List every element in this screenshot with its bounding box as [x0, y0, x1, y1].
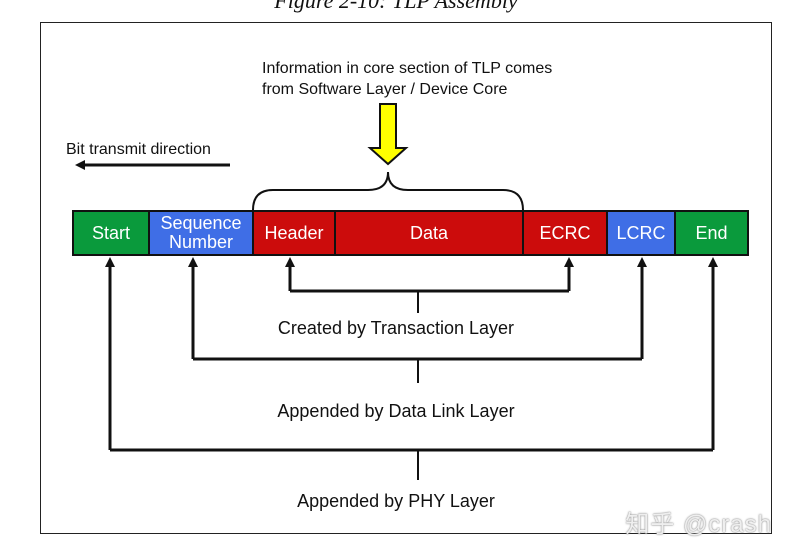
- segment-ecrc-label: ECRC: [539, 222, 591, 243]
- data-link-layer-label: Appended by Data Link Layer: [277, 401, 515, 421]
- segment-sequence-number: Sequence Number: [148, 210, 254, 256]
- segment-start: Start: [72, 210, 150, 256]
- segment-ecrc: ECRC: [522, 210, 608, 256]
- phy-layer-label: Appended by PHY Layer: [297, 491, 495, 511]
- core-section-brace: [252, 171, 524, 211]
- segment-sequence-line1: Sequence: [160, 213, 242, 233]
- figure-caption: Figure 2-10: TLP Assembly: [274, 0, 518, 13]
- transaction-bracket: [285, 257, 574, 313]
- yellow-down-arrow-icon: [367, 103, 409, 166]
- source-note: Information in core section of TLP comes…: [262, 58, 552, 100]
- segment-lcrc-label: LCRC: [616, 222, 666, 243]
- segment-header: Header: [252, 210, 336, 256]
- transaction-layer-label: Created by Transaction Layer: [277, 318, 515, 338]
- watermark: 知乎 @crash: [625, 511, 772, 538]
- phy-bracket: [105, 257, 718, 480]
- segment-lcrc: LCRC: [606, 210, 676, 256]
- segment-header-label: Header: [264, 222, 324, 243]
- data-link-bracket: [188, 257, 647, 383]
- segment-start-label: Start: [91, 222, 130, 243]
- segment-end: End: [674, 210, 749, 256]
- segment-end-label: End: [695, 222, 728, 243]
- segment-sequence-label: Sequence Number: [160, 214, 241, 252]
- segment-sequence-line2: Number: [168, 232, 233, 252]
- bit-direction-label: Bit transmit direction: [66, 141, 211, 158]
- source-note-line1: Information in core section of TLP comes: [262, 60, 553, 77]
- segment-data: Data: [334, 210, 524, 256]
- segment-data-label: Data: [409, 222, 449, 243]
- source-note-line2: from Software Layer / Device Core: [262, 81, 508, 98]
